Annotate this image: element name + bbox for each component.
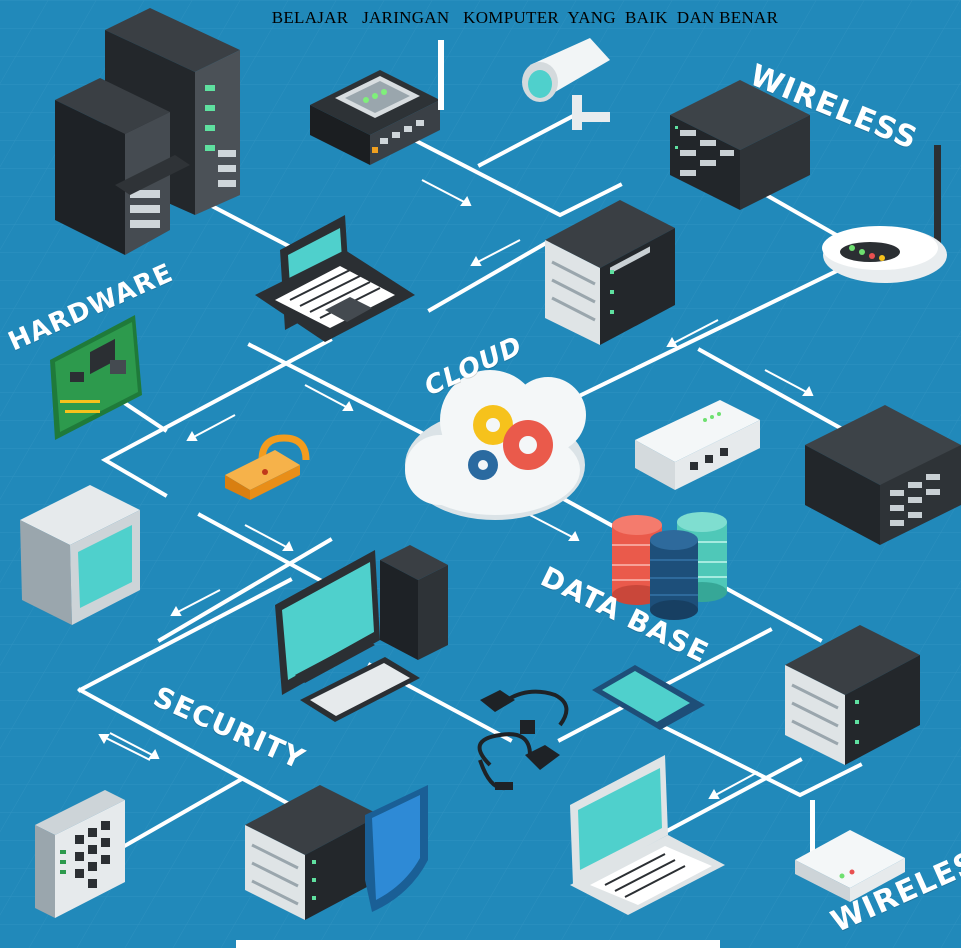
- keypad-icon: [35, 790, 125, 918]
- server-box-icon: [670, 80, 810, 210]
- bottom-bar: [236, 940, 720, 948]
- wifi-router-small-icon: [795, 800, 905, 902]
- router-icon: [310, 40, 444, 165]
- cloud-gears-icon: [405, 370, 586, 520]
- smartphone-icon: [592, 665, 705, 730]
- server-rack-icon: [55, 8, 240, 255]
- security-camera-icon: [522, 38, 610, 130]
- server-box-right-icon: [805, 405, 961, 545]
- laptop-icon: [255, 215, 415, 342]
- shield-server-icon: [245, 785, 428, 920]
- page-title: BELAJAR JARINGAN KOMPUTER YANG BAIK DAN …: [271, 8, 779, 27]
- crt-monitor-icon: [20, 485, 140, 625]
- database-icon: [612, 512, 727, 620]
- flow-arrows: [98, 179, 814, 799]
- padlock-icon: [225, 434, 310, 500]
- desktop-computer-icon: [275, 545, 448, 722]
- laptop-bottom-icon: [570, 755, 725, 915]
- usb-cable-icon: [477, 689, 569, 791]
- rack-server-icon: [545, 200, 675, 345]
- network-card-icon: [50, 315, 142, 440]
- rack-server-bottom-icon: [785, 625, 920, 765]
- wifi-router-icon: [822, 145, 947, 283]
- modem-icon: [635, 400, 760, 490]
